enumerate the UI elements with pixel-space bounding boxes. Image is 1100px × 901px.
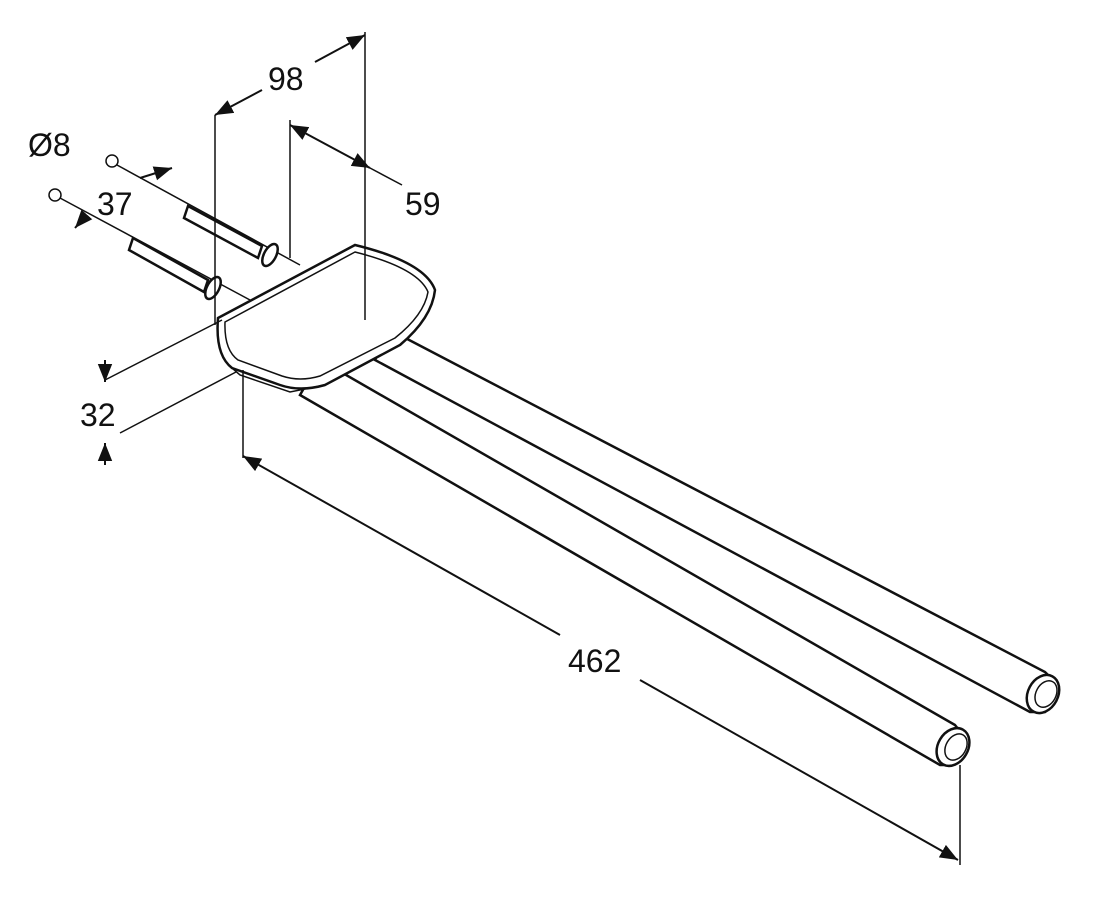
diameter-label: Ø8 xyxy=(28,127,71,163)
wall-anchors xyxy=(48,154,301,301)
dimension-lines xyxy=(74,32,961,865)
dimension-98-label: 98 xyxy=(268,61,304,97)
dimension-37-label: 37 xyxy=(97,186,133,222)
dimension-59-label: 59 xyxy=(405,186,441,222)
dimension-462-label: 462 xyxy=(568,643,621,679)
rail-lower xyxy=(298,358,971,768)
rail-upper xyxy=(373,328,1061,715)
wall-bracket xyxy=(216,243,437,393)
dimension-32-label: 32 xyxy=(80,397,116,433)
